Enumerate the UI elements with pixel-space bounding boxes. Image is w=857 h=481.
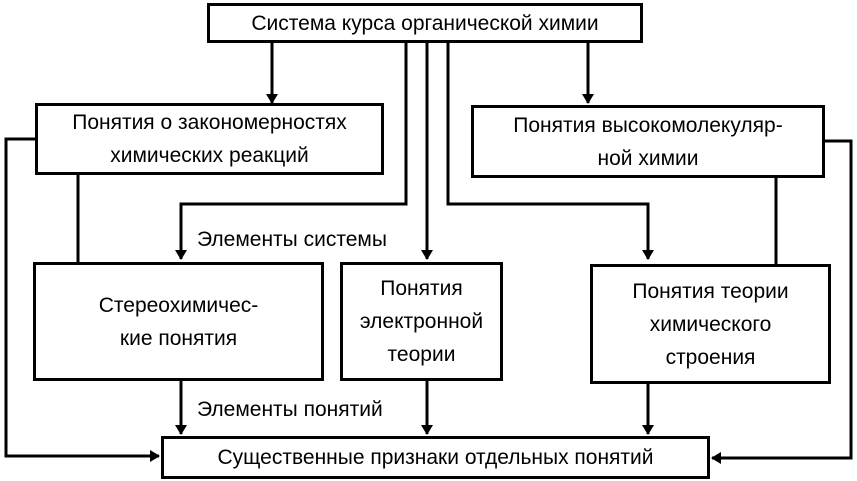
bottom-box: Существенные признаки отдельных понятий [161, 436, 710, 479]
structure-box: Понятия теории химического строения [590, 264, 831, 384]
system-elements-label: Элементы системы [195, 228, 389, 252]
electronic-box: Понятия электронной теории [340, 262, 503, 381]
arrow-top-to-stereo [175, 42, 408, 260]
top-box: Система курса органической химии [207, 3, 643, 43]
right-upper-box: Понятия высокомолекуляр- ной химии [471, 105, 825, 178]
arrow-right-upper-to-bottom [711, 139, 853, 464]
stereo-box: Стереохимичес- кие понятия [33, 262, 324, 381]
arrow-top-to-structure [446, 42, 654, 260]
arrow-left-upper-to-bottom [4, 137, 160, 462]
left-upper-box: Понятия о закономерностях химических реа… [35, 103, 384, 175]
concept-elements-label: Элементы понятий [195, 398, 385, 422]
